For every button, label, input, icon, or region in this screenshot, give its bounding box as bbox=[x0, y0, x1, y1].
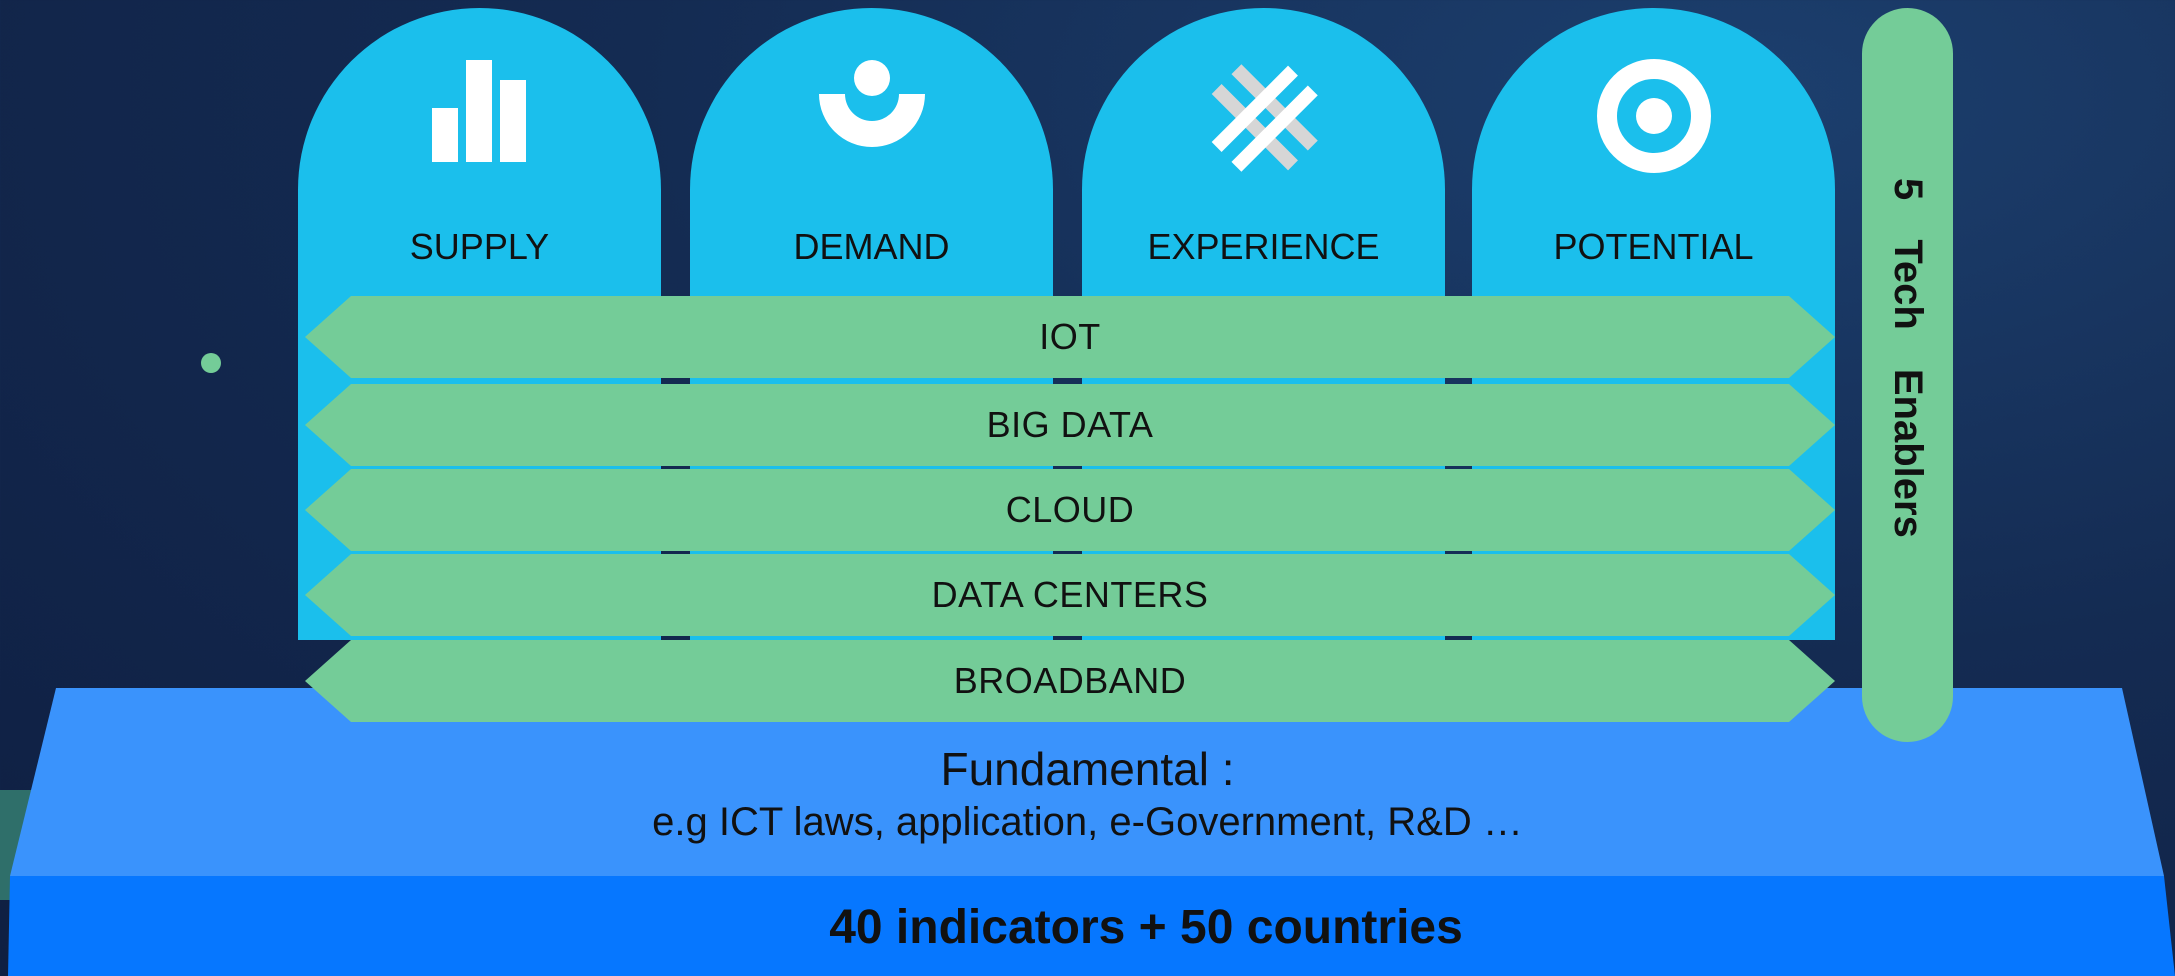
pillar-label: POTENTIAL bbox=[1553, 226, 1754, 267]
pillar-label: SUPPLY bbox=[409, 226, 550, 267]
person-icon bbox=[815, 58, 929, 153]
indicators-label: 40 indicators + 50 countries bbox=[829, 901, 1463, 954]
tech-enablers-title: 5 Tech Enablers bbox=[1886, 178, 1930, 538]
decorative-dot bbox=[201, 353, 221, 373]
enabler-arrow-iot: IOT bbox=[305, 296, 1835, 378]
bar-chart-icon bbox=[430, 58, 530, 167]
indicators-base bbox=[8, 876, 2175, 976]
enabler-label: DATA CENTERS bbox=[931, 574, 1209, 615]
enabler-arrow-big-data: BIG DATA bbox=[305, 384, 1835, 466]
hashtag-icon bbox=[1204, 58, 1324, 183]
enabler-arrow-data-centers: DATA CENTERS bbox=[305, 554, 1835, 636]
tech-enablers-bar: 5 Tech Enablers bbox=[1862, 8, 1953, 742]
enabler-label: BROADBAND bbox=[953, 660, 1187, 701]
enabler-label: BIG DATA bbox=[986, 404, 1154, 445]
target-icon bbox=[1596, 58, 1712, 179]
pillar-label: EXPERIENCE bbox=[1147, 226, 1380, 267]
enabler-label: CLOUD bbox=[1005, 489, 1135, 530]
fundamental-subtitle: e.g ICT laws, application, e-Government,… bbox=[652, 800, 1523, 844]
fundamental-title: Fundamental : bbox=[940, 743, 1235, 795]
enabler-arrow-cloud: CLOUD bbox=[305, 469, 1835, 551]
pillar-label: DEMAND bbox=[793, 226, 950, 267]
enabler-label: IOT bbox=[1039, 316, 1101, 357]
enabler-arrow-broadband: BROADBAND bbox=[305, 640, 1835, 722]
